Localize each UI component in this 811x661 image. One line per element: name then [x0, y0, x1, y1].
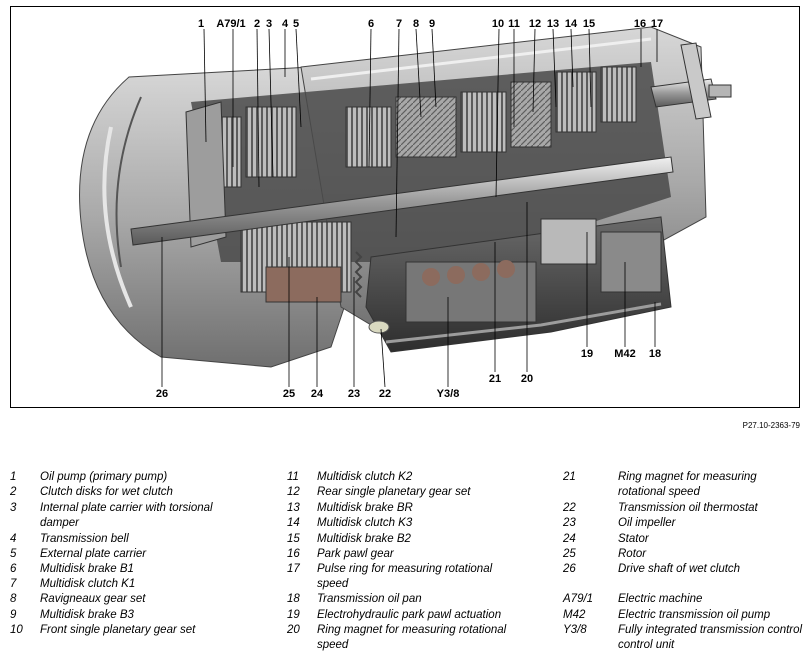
legend-number: 21 — [563, 471, 576, 483]
legend-text: Electric machine — [618, 593, 703, 605]
legend-text: Transmission bell — [40, 533, 129, 545]
callout-12: 12 — [528, 18, 542, 30]
legend-number: 6 — [10, 563, 17, 575]
callout-a79-1: A79/1 — [216, 18, 246, 30]
legend-text: Multidisk clutch K3 — [317, 517, 413, 529]
callout-16: 16 — [633, 18, 647, 30]
legend-text: External plate carrier — [40, 548, 147, 560]
callout-19: 19 — [580, 348, 594, 360]
legend-text: Multidisk brake B3 — [40, 609, 134, 621]
callout-15: 15 — [582, 18, 596, 30]
callout-3: 3 — [265, 18, 273, 30]
legend-text: Front single planetary gear set — [40, 624, 196, 636]
legend-number: 5 — [10, 548, 17, 560]
legend-number: 15 — [287, 533, 300, 545]
legend-number: A79/1 — [563, 593, 594, 605]
legend-number: 2 — [10, 486, 17, 498]
callout-7: 7 — [395, 18, 403, 30]
callout-13: 13 — [546, 18, 560, 30]
legend-number: 11 — [287, 471, 299, 483]
callout-14: 14 — [564, 18, 578, 30]
transmission-illustration — [79, 26, 732, 388]
callout-25: 25 — [282, 388, 296, 400]
callout-9: 9 — [428, 18, 436, 30]
callout-2: 2 — [253, 18, 261, 30]
legend-number: 18 — [287, 593, 300, 605]
legend-number: Y3/8 — [563, 624, 587, 636]
legend-text: Drive shaft of wet clutch — [618, 563, 741, 575]
legend-number: 4 — [10, 533, 17, 545]
legend-text: Electrohydraulic park pawl actuation — [317, 609, 502, 621]
legend-number: 17 — [287, 563, 300, 575]
callout-5: 5 — [292, 18, 300, 30]
callout-22: 22 — [378, 388, 392, 400]
legend-number: 1 — [10, 471, 17, 483]
callout-11: 11 — [508, 18, 520, 30]
transmission-housing — [79, 26, 732, 388]
legend-number: M42 — [563, 609, 586, 621]
legend-text: Ring magnet for measuring rotational spe… — [317, 624, 507, 651]
legend-number: 9 — [10, 609, 17, 621]
callout-17: 17 — [650, 18, 664, 30]
legend-text: Oil impeller — [618, 517, 676, 529]
legend-text: Rotor — [618, 548, 647, 560]
legend-text: Internal plate carrier with torsional da… — [40, 502, 213, 529]
callout-26: 26 — [155, 388, 169, 400]
legend-number: 19 — [287, 609, 300, 621]
legend-number: 12 — [287, 486, 300, 498]
legend-text: Transmission oil thermostat — [618, 502, 758, 514]
legend-text: Multidisk brake B1 — [40, 563, 134, 575]
callout-21: 21 — [488, 373, 502, 385]
legend-text: Ravigneaux gear set — [40, 593, 146, 605]
legend-text: Oil pump (primary pump) — [40, 471, 168, 483]
callout-24: 24 — [310, 388, 324, 400]
callout-10: 10 — [491, 18, 505, 30]
legend-number: 23 — [563, 517, 576, 529]
callout-6: 6 — [367, 18, 375, 30]
legend-text: Pulse ring for measuring rotational spee… — [317, 563, 493, 590]
figure-reference: P27.10-2363-79 — [742, 421, 800, 430]
legend-text: Multidisk brake B2 — [317, 533, 411, 545]
legend-number: 26 — [563, 563, 576, 575]
legend-number: 22 — [563, 502, 576, 514]
callout-y3-8: Y3/8 — [436, 388, 460, 400]
callout-23: 23 — [347, 388, 361, 400]
legend-number: 3 — [10, 502, 17, 514]
callout-m42: M42 — [614, 348, 636, 360]
legend-text: Multidisk clutch K1 — [40, 578, 136, 590]
legend-text: Fully integrated transmission control co… — [618, 624, 803, 651]
legend-number: 14 — [287, 517, 300, 529]
legend-text: Park pawl gear — [317, 548, 394, 560]
callout-8: 8 — [412, 18, 420, 30]
legend-number: 10 — [10, 624, 23, 636]
callout-20: 20 — [520, 373, 534, 385]
legend-number: 20 — [287, 624, 300, 636]
legend-text: Multidisk brake BR — [317, 502, 413, 514]
legend-number: 7 — [10, 578, 17, 590]
legend-text: Ring magnet for measuring rotational spe… — [618, 471, 757, 498]
legend-text: Stator — [618, 533, 649, 545]
legend-number: 16 — [287, 548, 300, 560]
legend-text: Multidisk clutch K2 — [317, 471, 413, 483]
legend-text: Transmission oil pan — [317, 593, 422, 605]
legend-text: Clutch disks for wet clutch — [40, 486, 173, 498]
legend-text: Electric transmission oil pump — [618, 609, 771, 621]
legend-number: 8 — [10, 593, 17, 605]
legend-text: Rear single planetary gear set — [317, 486, 471, 498]
callout-4: 4 — [281, 18, 289, 30]
legend-number: 25 — [563, 548, 576, 560]
transmission-cutaway-figure: 1 A79/1 2 3 4 5 6 7 8 9 10 11 12 13 14 1… — [10, 6, 800, 408]
callout-1: 1 — [197, 18, 205, 30]
legend-number: 13 — [287, 502, 300, 514]
legend-number: 24 — [563, 533, 576, 545]
callout-18: 18 — [648, 348, 662, 360]
